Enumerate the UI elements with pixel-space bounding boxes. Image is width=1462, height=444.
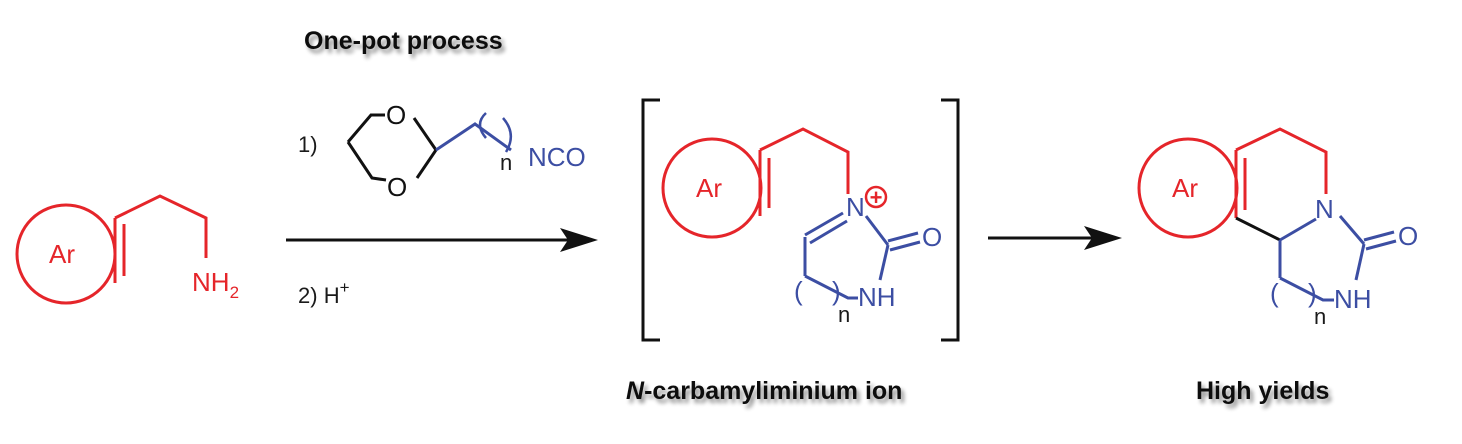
ring-bond-lower — [804, 274, 858, 300]
isocyanate-group: NCO — [528, 142, 586, 172]
product-caption: High yields — [1196, 377, 1329, 405]
starting-material: Ar NH2 — [15, 194, 239, 305]
aryl-label: Ar — [49, 239, 75, 269]
step1-number: 1) — [298, 132, 318, 157]
positive-charge-circle — [864, 185, 888, 209]
dioxolane-bond-o2 — [415, 149, 438, 179]
dioxolane-bond-o1 — [412, 117, 438, 151]
oxygen-top: O — [386, 100, 406, 130]
paren-right — [502, 117, 512, 153]
urea-bond-nh — [878, 244, 890, 281]
dioxolane-ring-lower — [346, 141, 387, 182]
oxygen-bottom: O — [387, 172, 407, 202]
iminium-nitrogen: N — [846, 192, 865, 222]
step2-label: 2) H+ — [298, 278, 350, 308]
positive-charge: + — [870, 185, 883, 210]
urea-bond-nh — [1354, 243, 1366, 281]
ring-bond-lower — [1279, 276, 1334, 302]
tricyclic-product: Ar N O ( ) n NH — [1137, 127, 1418, 329]
aryl-label: Ar — [696, 173, 722, 203]
reaction-arrow-2 — [988, 226, 1122, 250]
ring-nitrogen: N — [1315, 194, 1334, 224]
paren-close: ) — [1308, 278, 1317, 308]
chain-index: n — [1314, 304, 1326, 329]
ethyl-chain — [759, 127, 850, 194]
reaction-arrow-1 — [286, 228, 598, 252]
amine-group: NH2 — [192, 267, 239, 302]
dioxolane-ring — [346, 113, 385, 143]
bracket-right — [941, 98, 960, 342]
paren-left — [478, 112, 487, 139]
carbonyl-bond-b — [1365, 239, 1397, 251]
urea-bond-n — [1338, 215, 1366, 245]
new-cc-bond — [1235, 216, 1281, 242]
ethylamine-chain — [114, 194, 208, 258]
paren-open: ( — [794, 276, 803, 306]
carbonyl-bond-a — [887, 231, 919, 243]
carbonyl-bond-a — [1363, 230, 1395, 242]
process-title: One-pot process — [304, 27, 503, 55]
ethyl-chain — [1235, 127, 1328, 194]
iminium-intermediate: Ar N + O ( ) n NH — [641, 98, 960, 342]
aryl-label: Ar — [1172, 173, 1198, 203]
carbonyl-oxygen: O — [1398, 221, 1418, 251]
carbonyl-oxygen: O — [922, 222, 942, 252]
paren-open: ( — [1270, 278, 1279, 308]
urea-bond-n — [864, 215, 890, 246]
chain-index: n — [500, 150, 512, 175]
nh-group: NH — [858, 282, 896, 312]
dioxolane-isocyanate-reagent: O O n NCO — [346, 100, 586, 202]
intermediate-caption: N-carbamyliminium ion — [626, 377, 902, 405]
nh-group: NH — [1334, 284, 1372, 314]
iminium-double-bond-a — [804, 211, 844, 237]
ring-n-bond — [1279, 217, 1317, 242]
alkyl-chain — [435, 122, 512, 152]
iminium-double-bond-b — [809, 219, 848, 245]
carbonyl-bond-b — [889, 240, 921, 252]
bracket-left — [641, 98, 660, 342]
paren-close: ) — [832, 276, 841, 306]
chain-index: n — [838, 302, 850, 327]
